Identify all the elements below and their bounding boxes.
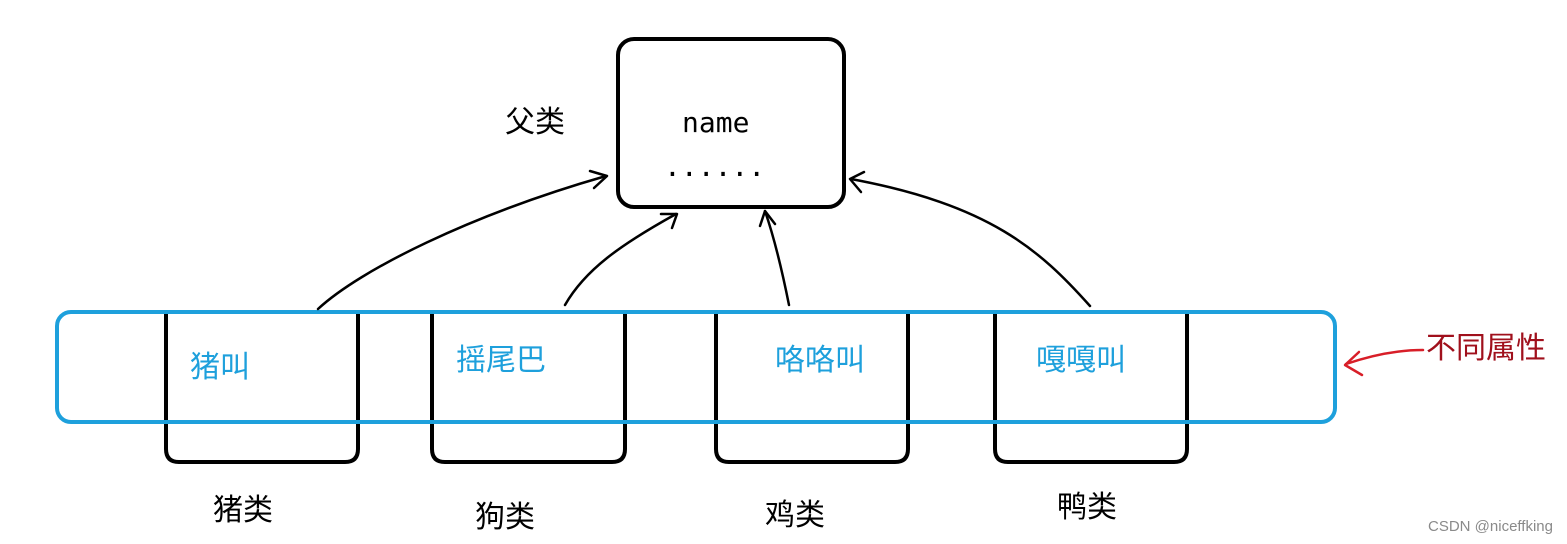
behavior-dog: 摇尾巴 xyxy=(456,343,546,378)
behavior-pig: 猪叫 xyxy=(190,350,250,385)
inherit-arrow-dog xyxy=(563,212,679,307)
child-box-dog xyxy=(430,312,627,464)
behavior-duck: 嘎嘎叫 xyxy=(1036,343,1126,378)
parent-class-box xyxy=(616,37,846,209)
annotation-label: 不同属性 xyxy=(1426,331,1546,366)
parent-class-label: 父类 xyxy=(505,105,565,140)
annotation-arrow xyxy=(1343,348,1425,377)
child-box-pig xyxy=(164,312,360,464)
watermark: CSDN @niceffking xyxy=(1428,518,1553,535)
inherit-arrow-duck xyxy=(848,170,1092,308)
child-box-chicken xyxy=(714,312,910,464)
different-attributes-frame xyxy=(55,310,1337,424)
child-label-pig: 猪类 xyxy=(213,493,273,528)
behavior-chicken: 咯咯叫 xyxy=(775,343,865,378)
child-label-chicken: 鸡类 xyxy=(765,498,825,533)
child-box-duck xyxy=(993,312,1189,464)
child-label-duck: 鸭类 xyxy=(1057,490,1117,525)
inherit-arrow-pig xyxy=(316,169,609,311)
parent-field-ellipsis: ...... xyxy=(664,150,765,183)
inherit-arrow-chicken xyxy=(758,209,791,307)
child-label-dog: 狗类 xyxy=(475,500,535,535)
parent-field-name: name xyxy=(682,106,749,139)
